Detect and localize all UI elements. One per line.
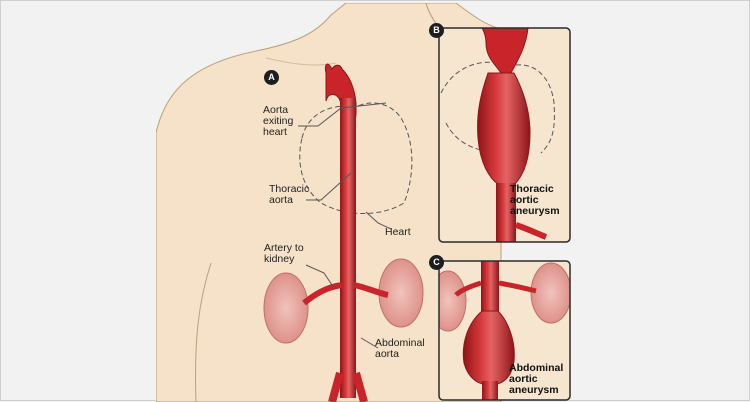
arm-line <box>195 262 212 402</box>
left-kidney <box>263 272 309 344</box>
panel-b-badge: B <box>429 23 444 38</box>
aorta-trunk <box>340 98 356 398</box>
aorta-illustration <box>156 3 571 402</box>
panel-b-border <box>438 27 571 243</box>
clavicle-left <box>265 57 337 66</box>
panel-b <box>439 28 570 242</box>
renal-artery-left <box>302 282 343 306</box>
label-abdominal-aorta: Abdominal aorta <box>375 337 425 360</box>
label-heart: Heart <box>385 226 411 238</box>
iliac-split <box>328 371 368 402</box>
renal-artery-right <box>353 282 389 298</box>
panel-c <box>439 261 570 400</box>
label-abdominal-aortic-aneurysm: Abdominal aortic aneurysm <box>509 362 564 396</box>
heart-outline <box>299 102 413 214</box>
label-artery-to-kidney: Artery to kidney <box>264 242 304 265</box>
panel-c-badge: C <box>429 255 444 270</box>
panel-c-border <box>438 260 571 401</box>
label-thoracic-aortic-aneurysm: Thoracic aortic aneurysm <box>510 183 560 217</box>
label-thoracic-aorta: Thoracic aorta <box>269 183 310 206</box>
label-aorta-exiting-heart: Aorta exiting heart <box>263 104 294 138</box>
panel-a-badge: A <box>264 70 279 85</box>
